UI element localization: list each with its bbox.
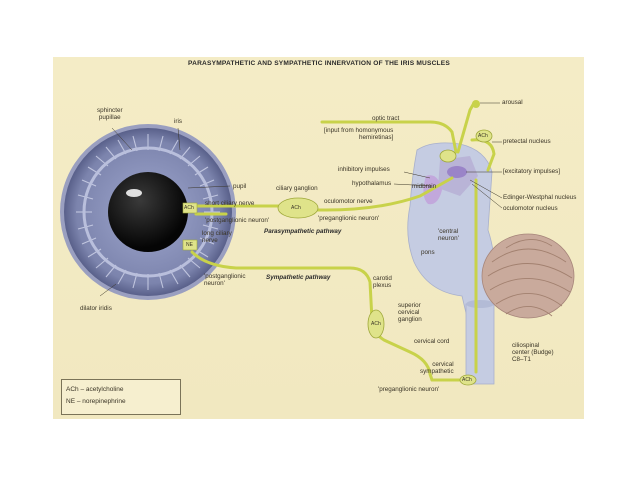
label-oculomotor-nerve: oculomotor nerve <box>324 198 373 205</box>
sphincter-ring <box>82 146 214 278</box>
superior-cervical-ganglion-shape <box>367 309 385 339</box>
ach-box-eye <box>182 202 198 214</box>
edinger-westphal-nucleus-shape <box>447 166 467 178</box>
label-ciliary-ganglion: ciliary ganglion <box>276 185 318 192</box>
cervical-cord-top <box>466 300 494 308</box>
label-pons: pons <box>421 249 435 256</box>
label-superior-cervical-ganglion: superior cervical ganglion <box>398 302 422 323</box>
tag-ach-pretectal: ACh <box>478 133 488 139</box>
arousal-line <box>456 101 476 154</box>
label-hypothalamus: hypothalamus <box>352 180 392 187</box>
label-iris: iris <box>174 118 183 125</box>
pretectal-loop-line <box>470 138 496 172</box>
label-short-ciliary-nerve: short ciliary nerve <box>205 200 255 207</box>
label-sympathetic-pathway: Sympathetic pathway <box>266 274 331 281</box>
label-central-neuron: 'central neuron' <box>438 228 459 242</box>
pointer-lines <box>99 102 503 297</box>
sympathetic-postganglionic-line <box>190 250 434 382</box>
label-parasympathetic-pathway: Parasympathetic pathway <box>264 228 342 235</box>
pretectal-synapse-shape <box>439 149 457 163</box>
label-pupil: pupil <box>233 183 247 190</box>
label-postganglionic-neuron-top: 'postganglionic neuron' <box>205 217 270 224</box>
label-sphincter-pupillae: sphincter pupillae <box>97 107 123 121</box>
label-midbrain: midbrain <box>412 183 437 190</box>
label-input-homonymous: [input from homonymous hemiretinas] <box>324 127 394 141</box>
pupil-highlight <box>126 189 142 197</box>
arousal-node <box>472 100 480 108</box>
label-oculomotor-nucleus: oculomotor nucleus <box>503 205 558 212</box>
label-ciliospinal-center: ciliospinal center (Budge) C8–T1 <box>512 342 554 363</box>
optic-tract-line <box>320 120 458 154</box>
label-optic-tract: optic tract <box>372 115 400 122</box>
legend-box: ACh – acetylcholine NE – norepinephrine <box>61 379 181 415</box>
label-preganglionic-neuron-top: 'preganglionic neuron' <box>318 215 380 222</box>
cerebellum <box>481 233 575 319</box>
tag-ach-eye: ACh <box>184 205 194 211</box>
ciliary-ganglion-shape <box>277 197 319 219</box>
diagram-title: PARASYMPATHETIC AND SYMPATHETIC INNERVAT… <box>188 60 450 67</box>
label-dilator-iridis: dilator iridis <box>80 305 112 312</box>
ciliospinal-synapse-shape <box>459 374 477 386</box>
legend-ne: NE – norepinephrine <box>66 398 126 405</box>
label-pretectal-nucleus: pretectal nucleus <box>503 138 551 145</box>
label-inhibitory-impulses: inhibitory impulses <box>338 166 390 173</box>
label-carotid-plexus: carotid plexus <box>373 275 392 289</box>
label-preganglionic-neuron-bottom: 'preganglionic neuron' <box>378 386 440 393</box>
label-long-ciliary-nerve: long ciliary nerve <box>202 230 232 244</box>
tag-ach-cervical-ganglion: ACh <box>371 321 381 327</box>
cervical-cord-shape <box>465 303 495 385</box>
label-postganglionic-neuron-bottom: 'postganglionic neuron' <box>204 273 246 287</box>
ganglia <box>182 100 493 386</box>
label-excitatory-impulses: [excitatory impulses] <box>503 168 561 175</box>
pretectal-nucleus-shape <box>475 129 493 143</box>
legend-ach: ACh – acetylcholine <box>66 386 124 393</box>
tag-ach-ciliospinal: ACh <box>462 377 472 383</box>
tag-ach-ciliary-ganglion: ACh <box>291 205 301 211</box>
tag-ne-eye: NE <box>186 242 193 248</box>
ne-box-eye <box>182 239 198 251</box>
label-cervical-cord: cervical cord <box>414 338 450 345</box>
label-edinger-westphal: Edinger-Westphal nucleus <box>503 194 577 201</box>
label-arousal: arousal <box>502 99 523 106</box>
eye <box>60 124 236 300</box>
label-cervical-sympathetic: cervical sympathetic <box>420 361 454 375</box>
pupil-disc <box>108 172 188 252</box>
